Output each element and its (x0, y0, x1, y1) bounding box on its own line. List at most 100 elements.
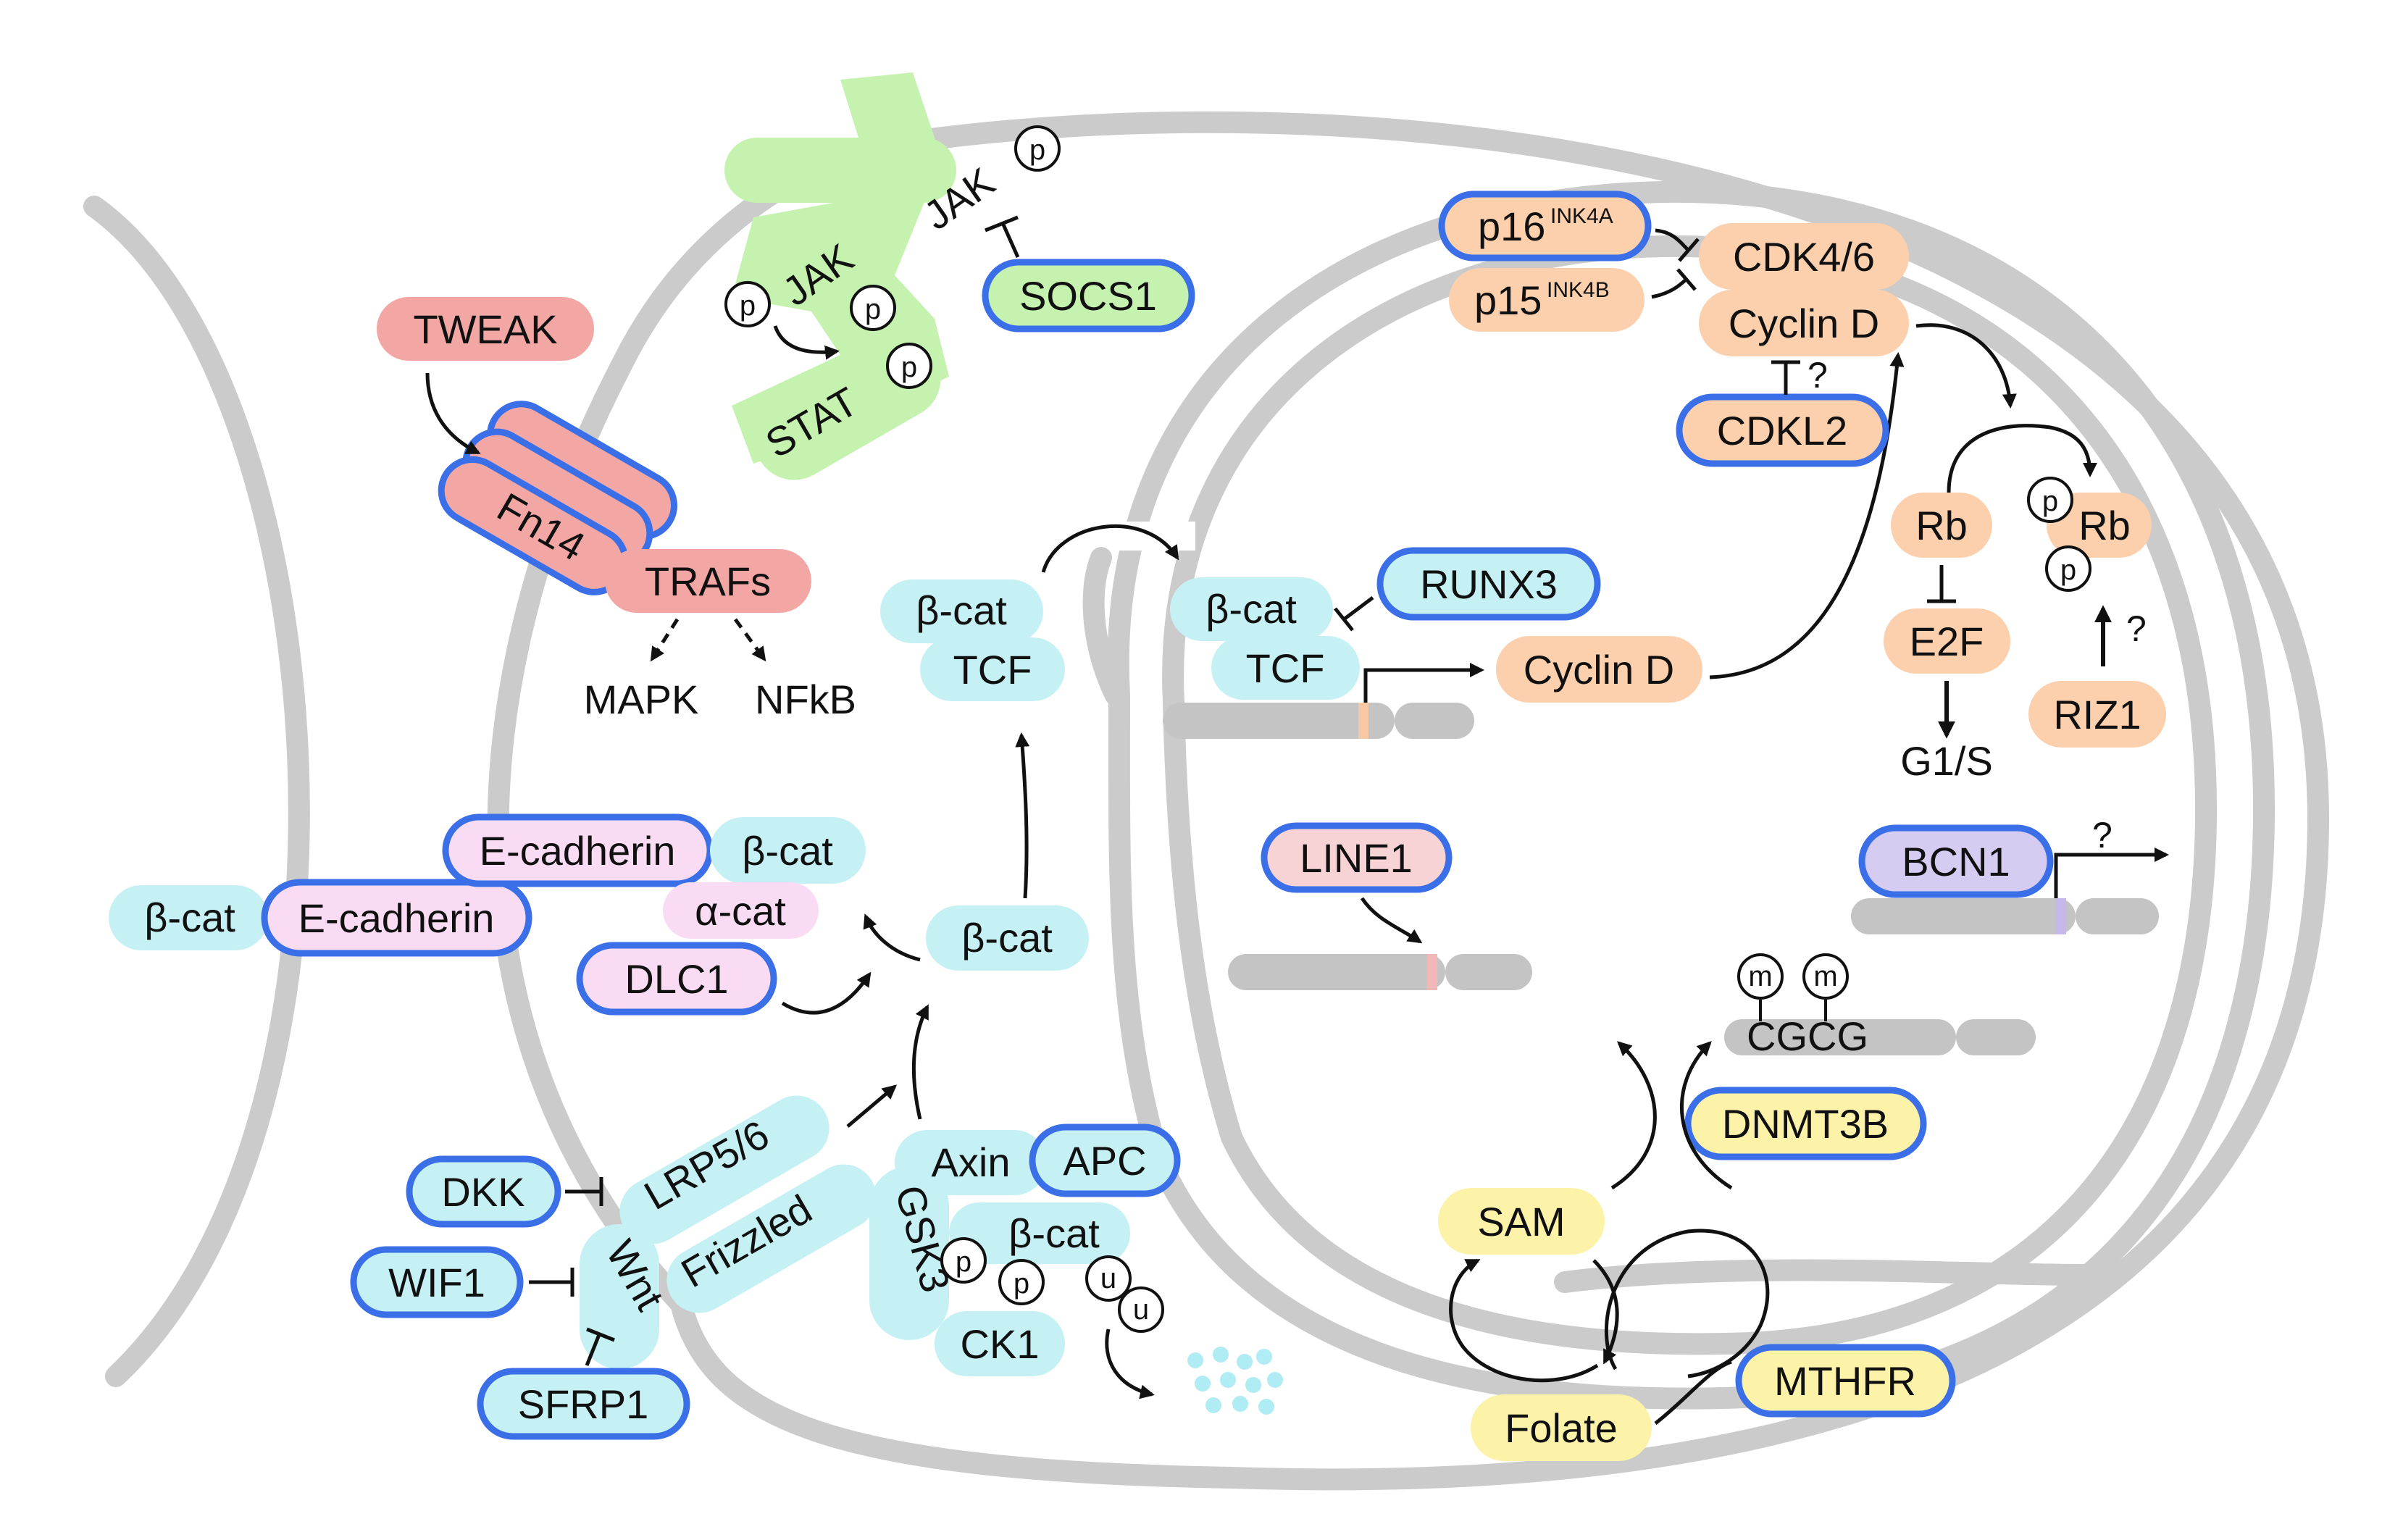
tweak-group: TWEAK Fn14 TRAFs MAPK NFkB (377, 297, 856, 722)
dnmt3b-arc-left (1610, 1041, 1657, 1190)
bcn1-question: ? (2092, 815, 2112, 855)
bcat-membrane-right-label: β-cat (742, 828, 833, 874)
svg-text:p: p (2042, 485, 2058, 517)
ubiquitin-2: u (1118, 1286, 1164, 1333)
p15-superscript: INK4B (1547, 278, 1610, 302)
tweak-fn14-arrow (425, 372, 481, 455)
svg-text:u: u (1133, 1294, 1149, 1326)
phospho-stat-2: p (886, 343, 932, 389)
adhesion-group: β-cat E-cadherin E-cadherin β-cat α-cat … (109, 813, 866, 1016)
cyclin-d-gene-node (1496, 636, 1702, 703)
sfrp1-label: SFRP1 (518, 1381, 649, 1427)
cell-membrane-outer (487, 111, 2330, 1491)
dna-line1-mark (1427, 954, 1437, 990)
runx3-node (1376, 547, 1601, 621)
bcat-complex-label: β-cat (1008, 1210, 1100, 1256)
acat-node (663, 882, 819, 939)
dnmt3b-label: DNMT3B (1722, 1101, 1889, 1147)
p15-inhibit (1651, 268, 1697, 299)
phospho-bcat-1: p (940, 1237, 987, 1284)
ecadherin-left-node (261, 879, 532, 957)
dna-bcn1-mark (2056, 898, 2066, 934)
rb-phos-node (2047, 493, 2152, 558)
bcat-membrane-left-node (109, 885, 268, 950)
svg-text:p: p (901, 351, 917, 383)
trafs-nfkb-arrow (733, 618, 766, 662)
cycle-right-loop (1604, 1229, 1770, 1425)
rb-label: Rb (1915, 503, 1968, 548)
cyclin-d-transcription-arrow (1363, 663, 1484, 703)
dlc1-node (576, 942, 777, 1016)
ecadherin-left-label: E-cadherin (298, 895, 495, 941)
bcat-upper-node (880, 579, 1043, 643)
rb-inhibit-e2f (1927, 565, 1956, 603)
cyclin-d-gene-label: Cyclin D (1524, 647, 1674, 692)
phospho-jak-lower: p (724, 281, 771, 327)
trafs-mapk-arrow (650, 618, 680, 662)
cyclin-d-label: Cyclin D (1729, 301, 1879, 346)
p16-inhibit (1655, 228, 1700, 262)
tweak-label: TWEAK (413, 306, 557, 352)
wif1-node (350, 1246, 524, 1318)
sfrp1-node (477, 1368, 690, 1440)
e2f-node (1884, 608, 2010, 674)
nuclear-envelope-inner (1162, 235, 2218, 1355)
cdkl2-inhibit (1771, 360, 1800, 395)
folate-node (1471, 1394, 1652, 1461)
sam-label: SAM (1477, 1199, 1565, 1244)
jak-stat-group: JAK JAK STAT p p p p SOCS1 (724, 72, 1195, 480)
methyl-mark-1: m (1737, 953, 1784, 1000)
dna-cyclin-d-mark (1358, 703, 1368, 739)
svg-text:p: p (740, 290, 756, 322)
svg-text:p: p (956, 1246, 971, 1278)
bcat-nucleus-node (1170, 577, 1333, 641)
sfrp1-inhibit (585, 1327, 615, 1366)
methyl-mark-2: m (1802, 953, 1849, 1000)
rb-phos-label: Rb (2078, 503, 2131, 548)
cdkl2-label: CDKL2 (1717, 408, 1848, 453)
svg-text:m: m (1748, 961, 1772, 992)
degradation-arrow (1105, 1328, 1155, 1399)
receptor-to-bcat-arrow (846, 1084, 898, 1128)
riz1-label: RIZ1 (2053, 692, 2141, 737)
g1s-label: G1/S (1900, 738, 1993, 784)
line1-insertion-arrow (1360, 897, 1423, 944)
ck1-label: CK1 (961, 1321, 1040, 1367)
mthfr-node (1735, 1344, 1956, 1418)
bcat-cytoplasm-node (926, 905, 1089, 971)
cycle-middle-arc (1592, 1259, 1619, 1365)
dkk-label: DKK (441, 1169, 525, 1215)
dna-bcn1-2 (2076, 898, 2159, 934)
runx3-label: RUNX3 (1420, 561, 1558, 607)
axin-label: Axin (932, 1139, 1011, 1185)
dna-cyclin-d-2 (1395, 703, 1474, 739)
riz1-node (2028, 681, 2166, 748)
cycle-left-arc (1449, 1258, 1599, 1383)
line1-label: LINE1 (1300, 835, 1413, 881)
wif1-label: WIF1 (388, 1260, 485, 1305)
cdkl2-question: ? (1808, 355, 1828, 396)
dna-line1 (1228, 954, 1445, 990)
dna-cgcg-2 (1956, 1019, 2036, 1055)
folate-label: Folate (1505, 1405, 1618, 1451)
bcat-membrane-right-node (710, 817, 866, 884)
socs1-inhibit-bar (985, 215, 1019, 233)
cgcg-label: CGCG (1747, 1013, 1868, 1059)
bcat-cyto-to-upper-arrow (1015, 732, 1030, 899)
methylation-group: CGCG m m DNMT3B SAM Folate MTHFR (1438, 953, 1956, 1461)
cell-cycle-group: p16 INK4A p15 INK4B CDK4/6 Cyclin D CDKL… (1438, 191, 2166, 784)
phospho-jak-upper: p (1014, 125, 1061, 172)
cdkl2-node (1676, 393, 1889, 467)
cyclin-d-node (1699, 290, 1909, 356)
p16-superscript: INK4A (1550, 204, 1613, 228)
rb-phosphorylation-arrow (1947, 424, 2097, 493)
nuclear-tcf-group: β-cat TCF RUNX3 Cyclin D (1170, 352, 1905, 703)
apc-label: APC (1063, 1138, 1146, 1184)
dnmt3b-node (1684, 1087, 1927, 1160)
acat-label: α-cat (695, 888, 786, 934)
svg-text:p: p (1029, 134, 1045, 166)
dna-bcn1 (1851, 898, 2076, 934)
bcat-membrane-left-label: β-cat (144, 895, 235, 940)
bcn1-transcription-arrow (2054, 848, 2169, 898)
left-cell-membrane (83, 196, 310, 1387)
